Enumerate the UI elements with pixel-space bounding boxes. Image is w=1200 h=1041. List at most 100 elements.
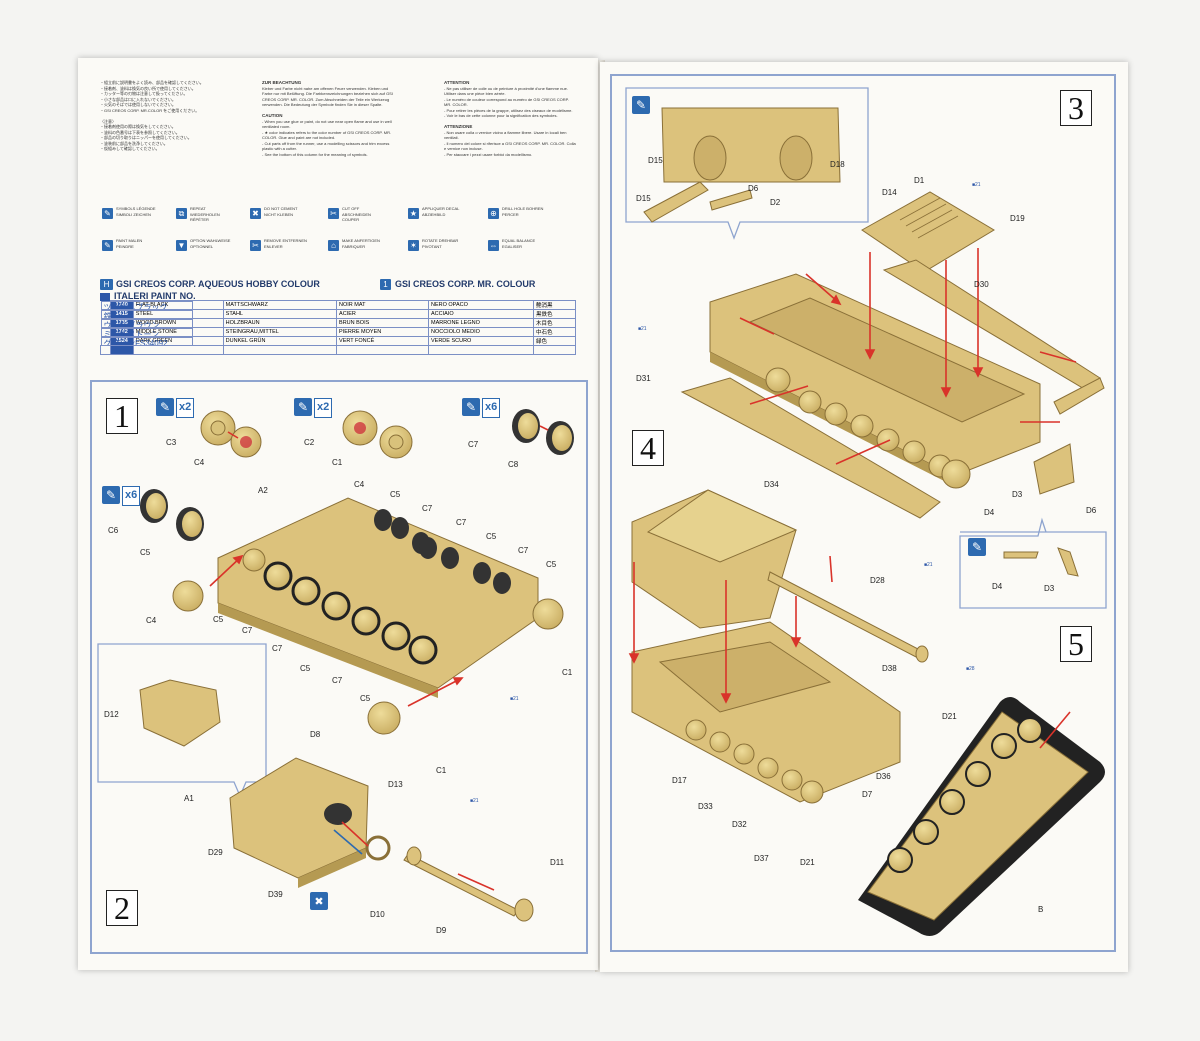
- label-c4-mid: C4: [354, 480, 365, 489]
- label-d8: D8: [310, 730, 321, 739]
- label-d6-top: D6: [748, 184, 759, 193]
- label-d29: D29: [208, 848, 223, 857]
- label-c7-low3: C7: [332, 676, 343, 685]
- label-c7-low1: C7: [242, 626, 253, 635]
- label-c1-bottom: C1: [436, 766, 447, 775]
- part-d15: [643, 181, 709, 223]
- part-d2: [709, 189, 753, 211]
- label-d11: D11: [550, 858, 565, 867]
- side-plate-d31: [680, 377, 941, 519]
- paint-row-empty: [100, 345, 576, 355]
- label-d1: D1: [914, 176, 925, 185]
- label-c5-low2: C5: [300, 664, 311, 673]
- label-c1-top: C1: [332, 458, 343, 467]
- label-d4-main: D4: [984, 508, 995, 517]
- sprocket-c1-top: [379, 425, 413, 459]
- paint-icon: ✎: [102, 240, 113, 251]
- step-3-detail-callout: [625, 87, 869, 240]
- label-c6: C6: [108, 526, 119, 535]
- label-d15-top: D15: [648, 156, 663, 165]
- label-d14: D14: [882, 188, 897, 197]
- no-cement-icon: ✖: [250, 208, 261, 219]
- label-d7: D7: [862, 790, 873, 799]
- label-d19: D19: [1010, 214, 1025, 223]
- left-page: ・組立前に説明書をよく読み、部品を確認してください。・接着剤、塗料は換気の良い所…: [78, 58, 598, 970]
- step-4-detail-callout: [959, 517, 1107, 609]
- label-c1-right: C1: [562, 668, 573, 677]
- label-c2: C2: [304, 438, 315, 447]
- en-title: CAUTION: [262, 113, 283, 118]
- label-c5-right: C5: [546, 560, 557, 569]
- cement-icon-6: ✎: [968, 538, 986, 556]
- remove-icon: ✂: [250, 240, 261, 251]
- roadwheel-c5-left: [176, 507, 204, 541]
- multiplier-3: x6: [482, 398, 501, 418]
- label-d10: D10: [370, 910, 385, 919]
- sprocket-c4-top: [230, 426, 262, 458]
- label-d31: D31: [636, 374, 651, 383]
- cement-icon-5: ✎: [632, 96, 650, 114]
- drill-icon: ⊕: [488, 208, 499, 219]
- label-d39: D39: [268, 890, 283, 899]
- label-d32: D32: [732, 820, 747, 829]
- french-italian-notes: ATTENTION- Ne pas utiliser de colle ou d…: [444, 80, 576, 157]
- rear-superstructure: [229, 757, 391, 888]
- italeri-header: ITALERI PAINT NO.: [114, 291, 196, 301]
- aqueous-badge: H: [100, 279, 113, 290]
- paint-callout-21e: ■21: [924, 562, 933, 568]
- paint-callout-21c: ■21: [972, 182, 981, 188]
- label-d2: D2: [770, 198, 781, 207]
- fr-title: ATTENTION: [444, 80, 470, 85]
- japanese-notes: ・組立前に説明書をよく読み、部品を確認してください。・接着剤、塗料は換気の良い所…: [100, 80, 204, 151]
- multiplier-1: x2: [176, 398, 195, 418]
- mr-color-badge: 1: [380, 279, 391, 290]
- equal-icon: ⇔: [488, 240, 499, 251]
- part-d12: [139, 679, 221, 747]
- step-3-number: 3: [1060, 90, 1092, 126]
- label-c4-top: C4: [194, 458, 205, 467]
- it-title: ATTENZIONE: [444, 124, 473, 129]
- mr-color-header: GSI CREOS CORP. MR. COLOUR: [395, 279, 536, 289]
- label-d17: D17: [672, 776, 687, 785]
- label-d3-detail: D3: [1044, 584, 1055, 593]
- label-d28: D28: [870, 576, 885, 585]
- label-d21-top: D21: [942, 712, 957, 721]
- label-c4-left: C4: [146, 616, 157, 625]
- label-d21-bottom: D21: [800, 858, 815, 867]
- label-a1: A1: [184, 794, 194, 803]
- repeat-icon: ⧉: [176, 208, 187, 219]
- assembled-hull: [631, 621, 901, 804]
- paint-callout-21b: ■21: [470, 798, 479, 804]
- label-d3-main: D3: [1012, 490, 1023, 499]
- part-d18: [661, 107, 841, 183]
- label-c7-mid2: C7: [456, 518, 467, 527]
- fighting-compartment: [631, 489, 929, 663]
- cement-icon-4: ✎: [102, 486, 120, 504]
- label-c7-mid1: C7: [422, 504, 433, 513]
- label-c7-low2: C7: [272, 644, 283, 653]
- paint-jp-kanji: 緑色: [533, 336, 576, 346]
- label-d30: D30: [974, 280, 989, 289]
- part-d14: [861, 191, 995, 273]
- steps-3-5-drawing: [625, 87, 1107, 936]
- label-b: B: [1038, 905, 1044, 914]
- sprocket-c3: [200, 410, 236, 446]
- star-icon: ★: [408, 208, 419, 219]
- steps-1-2-frame: [90, 380, 588, 954]
- svg-text:✖: ✖: [314, 896, 323, 908]
- label-d12: D12: [104, 710, 119, 719]
- label-d9: D9: [436, 926, 447, 935]
- label-c5-mid2: C5: [486, 532, 497, 541]
- label-c7-mid3: C7: [518, 546, 529, 555]
- paint-callout-21: ■21: [510, 696, 519, 702]
- cement-icon-1: ✎: [156, 398, 174, 416]
- label-c5-low1: C5: [213, 615, 224, 624]
- no-cement-icon-step2: [310, 892, 328, 910]
- gun-barrel-d9: [403, 846, 534, 922]
- step-1-number: 1: [106, 398, 138, 434]
- make-icon: ⌂: [328, 240, 339, 251]
- sprocket-c2: [342, 410, 378, 446]
- right-page: 3 4 5 ✎ ✎: [600, 62, 1128, 972]
